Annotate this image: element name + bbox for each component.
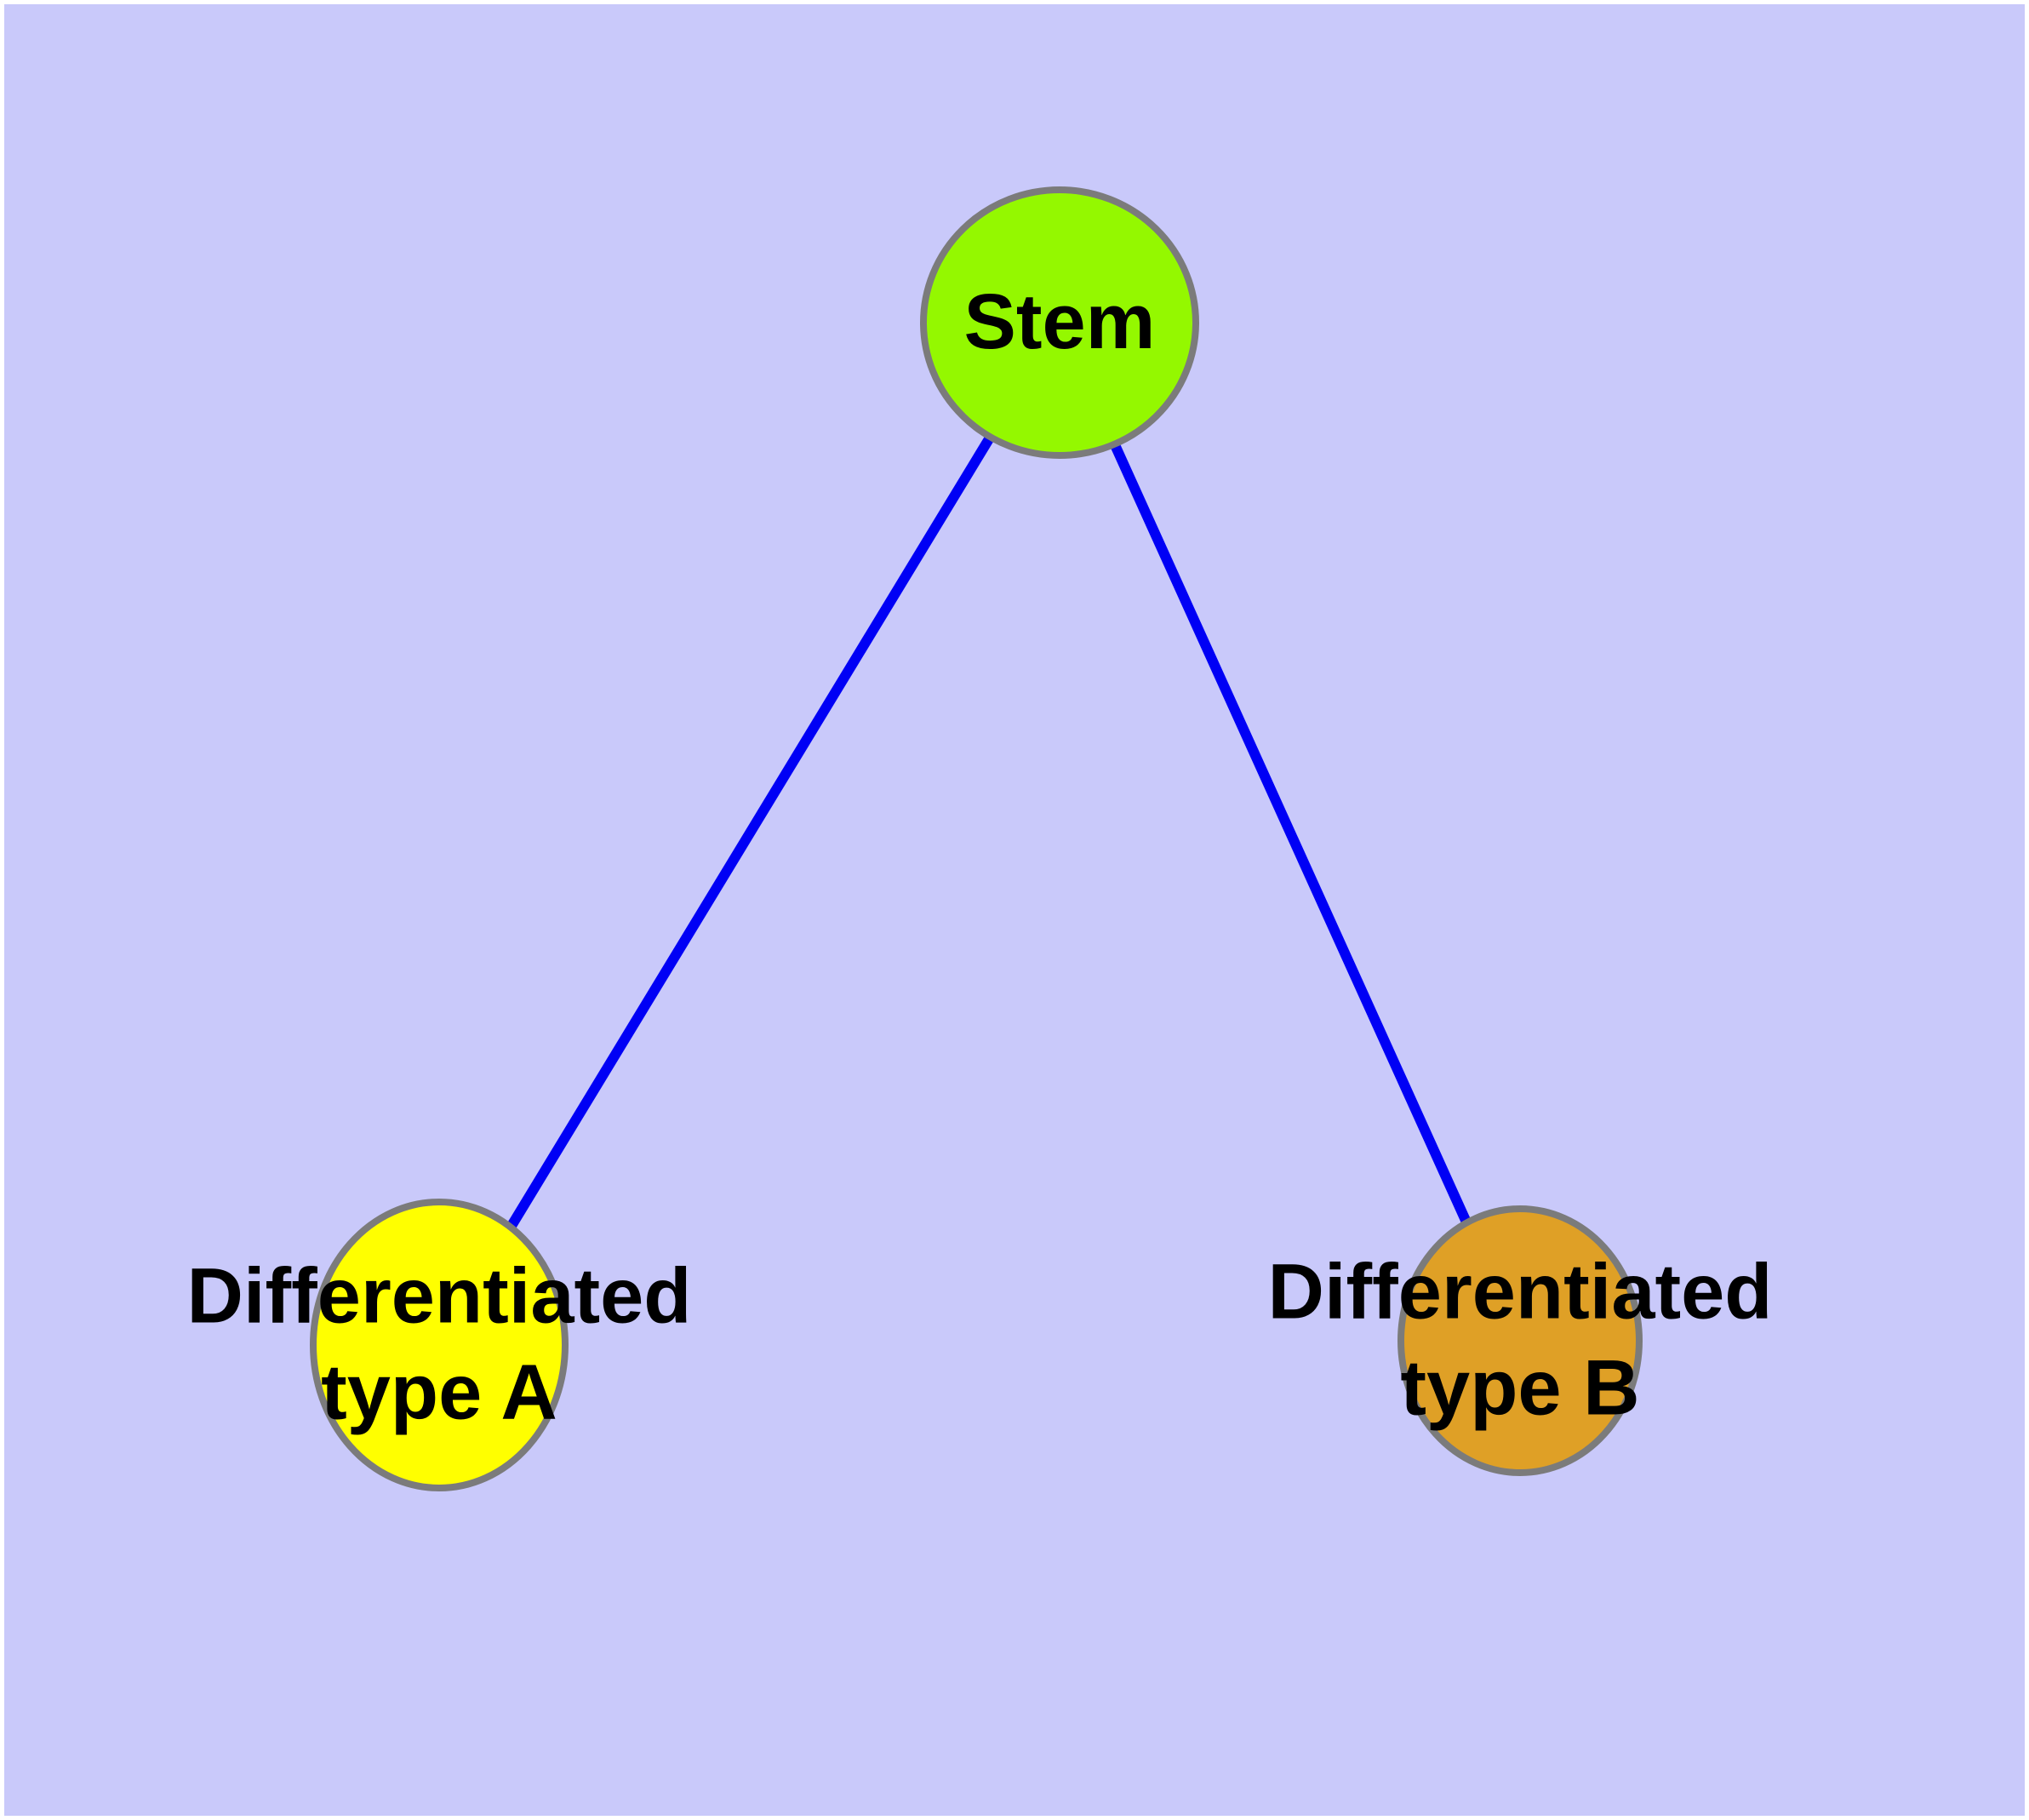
node-label-line: Differentiated (187, 1253, 692, 1340)
graph-node-differentiated-type-b (1397, 1205, 1643, 1476)
nodes-layer (310, 186, 1643, 1491)
edges-layer (434, 319, 1525, 1348)
graph-edge-stem-to-differentiated-type-b (1055, 320, 1525, 1343)
node-label-differentiated-type-b: Differentiated type B (1268, 1249, 1773, 1432)
graph-edge-stem-to-differentiated-type-a (434, 319, 1065, 1348)
graph-node-differentiated-type-a (310, 1199, 569, 1491)
node-label-differentiated-type-a: Differentiated type A (187, 1253, 692, 1436)
node-label-line: Stem (964, 278, 1156, 365)
node-label-stem: Stem (964, 278, 1156, 365)
node-label-line: Differentiated (1268, 1249, 1773, 1336)
graph-node-stem (920, 186, 1199, 459)
node-label-line: type B (1400, 1345, 1639, 1432)
node-label-line: type A (321, 1349, 557, 1436)
